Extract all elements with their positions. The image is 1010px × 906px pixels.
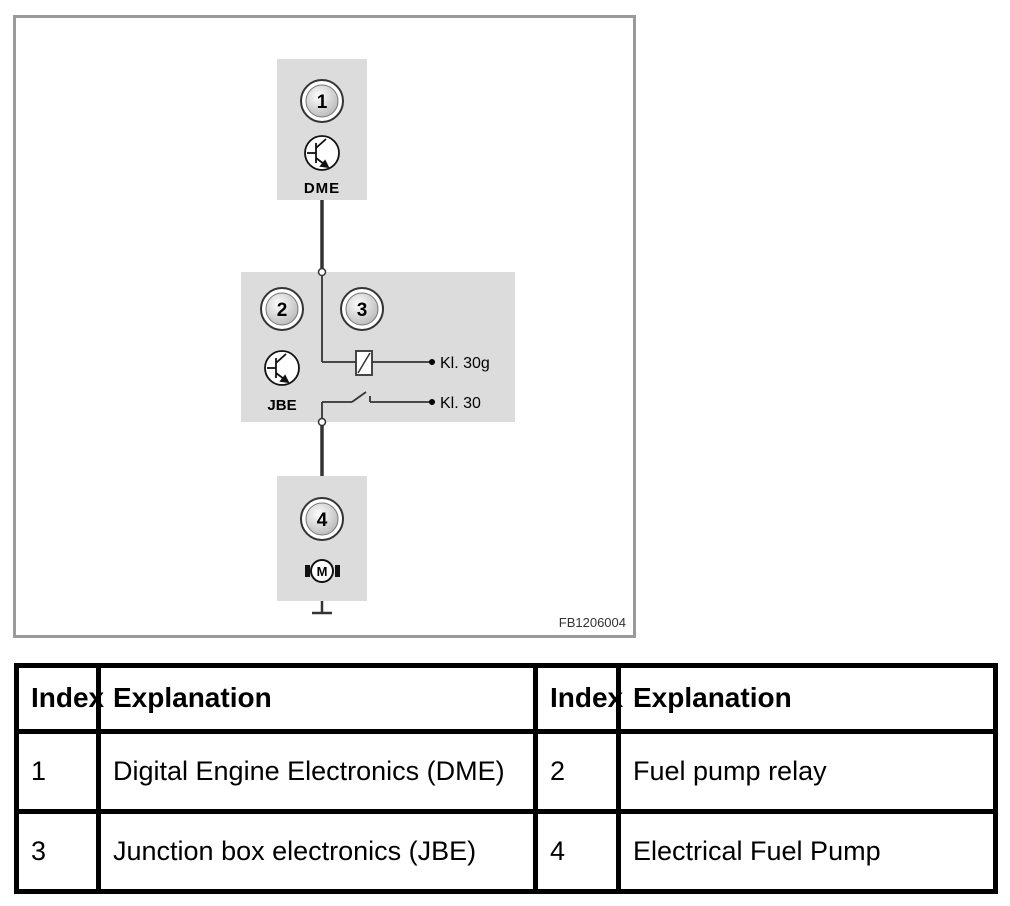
header-index: Index <box>533 663 623 734</box>
terminal-label-kl30: Kl. 30 <box>440 395 481 412</box>
junction-dot <box>317 267 327 277</box>
table-header-row: Index Explanation Index Explanation <box>14 663 998 734</box>
figure-code: FB1206004 <box>559 615 626 630</box>
explanation-cell: Fuel pump relay <box>616 728 998 814</box>
legend-table: Index Explanation Index Explanation 1 Di… <box>14 663 998 895</box>
jbe-internal-wiring <box>321 272 430 422</box>
number-badge-2: 2 <box>260 287 304 331</box>
component-label-dme: DME <box>304 180 340 197</box>
transistor-icon <box>304 135 340 171</box>
header-index: Index <box>14 663 104 734</box>
wiring-diagram: Kl. 30g Kl. 30 1 2 3 4 DME JBE <box>13 15 636 638</box>
header-explanation: Explanation <box>616 663 998 734</box>
terminal-label-kl30g: Kl. 30g <box>440 355 490 372</box>
table-row: 3 Junction box electronics (JBE) 4 Elect… <box>14 808 998 895</box>
wires <box>312 200 332 615</box>
header-explanation: Explanation <box>96 663 538 734</box>
index-cell: 3 <box>14 808 101 895</box>
number-badge-4: 4 <box>300 497 344 541</box>
relay-icon <box>355 350 373 376</box>
terminal-dot <box>429 399 435 405</box>
index-cell: 4 <box>533 808 621 895</box>
badge-number: 3 <box>357 300 368 321</box>
explanation-cell: Junction box electronics (JBE) <box>96 808 538 895</box>
index-cell: 2 <box>533 728 621 814</box>
table-row: 1 Digital Engine Electronics (DME) 2 Fue… <box>14 728 998 814</box>
number-badge-1: 1 <box>300 79 344 123</box>
number-badge-3: 3 <box>340 287 384 331</box>
badge-number: 1 <box>317 92 328 113</box>
badge-number: 2 <box>277 300 288 321</box>
explanation-cell: Digital Engine Electronics (DME) <box>96 728 538 814</box>
transistor-icon <box>264 350 300 386</box>
badge-number: 4 <box>317 510 328 531</box>
motor-letter: M <box>317 564 328 579</box>
junction-dot <box>317 417 327 427</box>
index-cell: 1 <box>14 728 101 814</box>
terminal-dot <box>429 359 435 365</box>
explanation-cell: Electrical Fuel Pump <box>616 808 998 895</box>
motor-icon: M <box>305 559 340 583</box>
component-label-jbe: JBE <box>267 397 296 414</box>
